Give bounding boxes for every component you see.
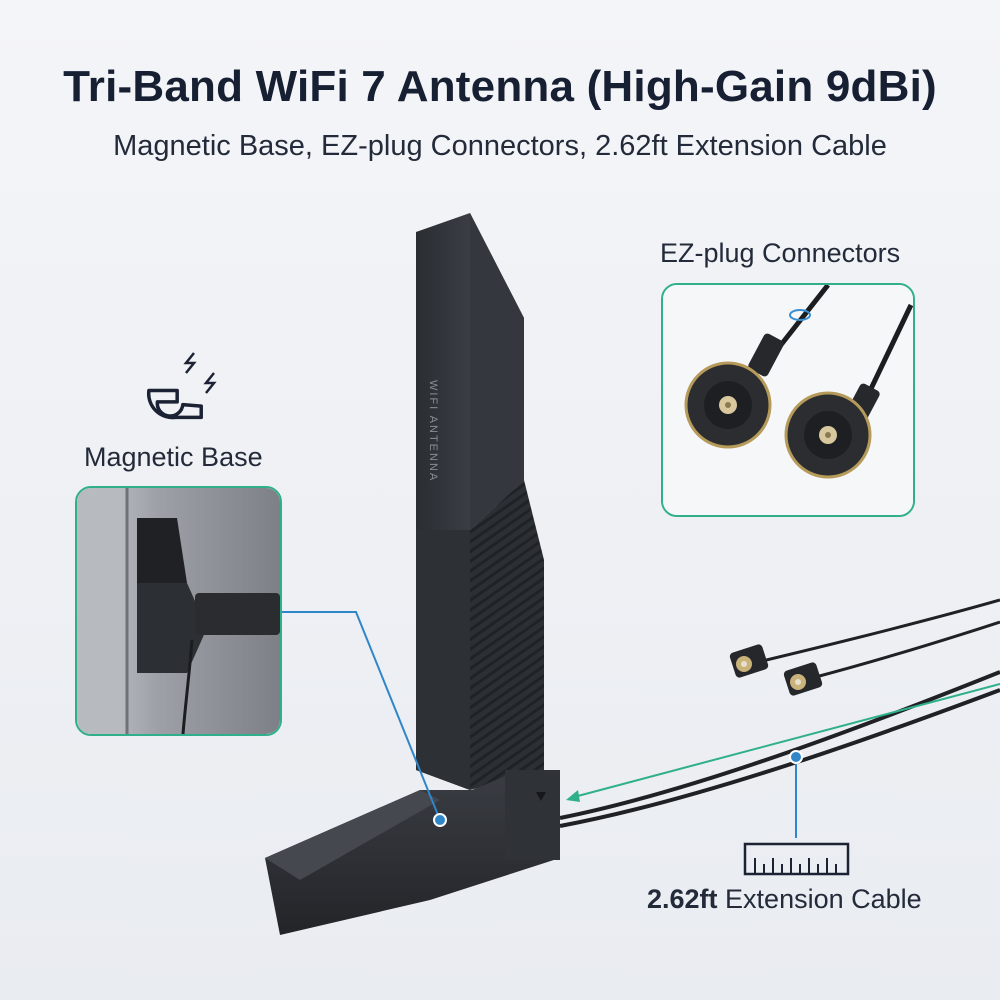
magnetic-base-inset <box>75 486 282 736</box>
ez-connector-left <box>684 333 784 449</box>
ez-plug-inset <box>661 283 915 517</box>
ez-connector-right <box>784 383 880 479</box>
antenna-base <box>265 770 560 935</box>
base-on-metal <box>137 518 280 734</box>
antenna-body: WIFI ANTENNA <box>416 213 544 790</box>
cable-pointer <box>789 750 803 838</box>
magnetic-pointer <box>278 611 447 827</box>
cable-connector-1 <box>729 644 769 678</box>
cable-connector-2 <box>783 662 823 696</box>
extension-cable <box>559 598 1000 828</box>
antenna-engraving: WIFI ANTENNA <box>427 380 439 482</box>
cable-length: 2.62ft <box>647 884 718 914</box>
page-subtitle: Magnetic Base, EZ-plug Connectors, 2.62f… <box>113 130 887 162</box>
page-title: Tri-Band WiFi 7 Antenna (High-Gain 9dBi) <box>63 62 937 111</box>
magnetic-base-label: Magnetic Base <box>84 442 263 472</box>
cable-label-text: Extension Cable <box>717 884 922 914</box>
cable-arrow <box>566 683 1000 802</box>
extension-cable-label: 2.62ft Extension Cable <box>647 884 922 915</box>
ez-plug-label: EZ-plug Connectors <box>660 238 901 268</box>
magnet-icon <box>146 352 217 420</box>
ruler-icon <box>743 842 850 876</box>
